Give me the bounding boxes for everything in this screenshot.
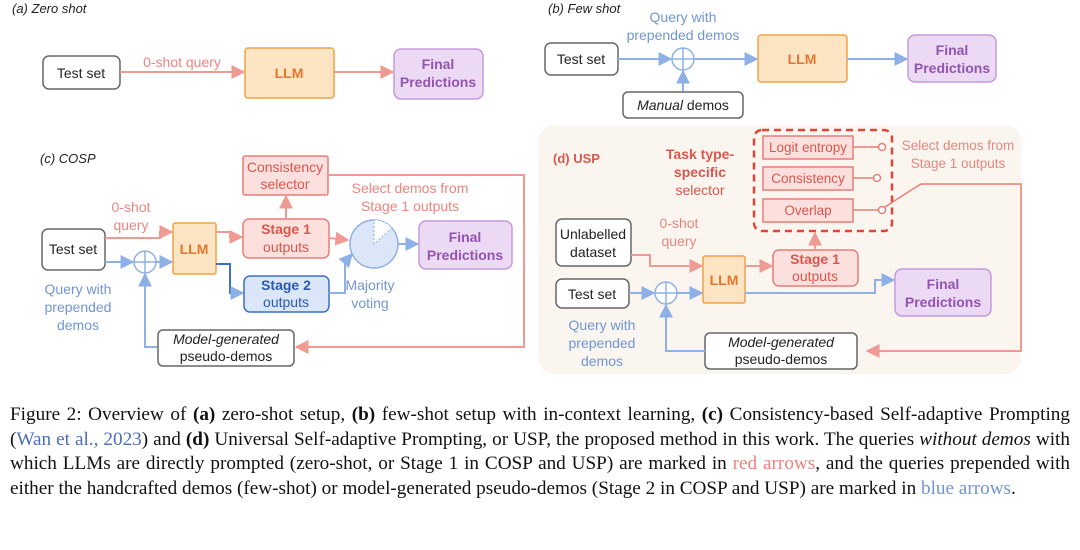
panel-c: (c) COSP Consistency selector Select dem… [40,151,525,367]
stage2-label-c-2: outputs [263,294,309,310]
stage1-label-d-2: outputs [792,268,838,284]
panel-d-title: (d) USP [553,151,600,166]
unlabelled-to-llm-red-arrow-d [631,254,704,273]
switch-contact-2 [872,173,882,183]
select-demos-label-d-1: Select demos from [902,138,1015,153]
query-demos-label-c-1: Query with [45,281,112,297]
test-set-label-c: Test set [49,241,97,257]
final-predictions-box-b [907,34,997,83]
stage2-to-majority-blue-arrow-c [329,252,353,294]
query-demos-label-c-2: prepended [45,299,112,315]
stage1-label-c-1: Stage 1 [261,221,311,237]
final-label-a-1: Final [422,56,455,72]
query-demos-label-d-3: demos [581,353,623,369]
unlabelled-label-d-1: Unlabelled [560,226,626,242]
test-set-label-a: Test set [57,65,105,81]
manual-demos-label-b: Manual demos [637,97,729,113]
pseudo-demos-box-c [157,329,295,367]
final-predictions-box-d [894,268,992,317]
final-label-c-1: Final [449,229,482,245]
blue-arrows-text: blue arrows [920,477,1012,499]
consistency-label-c-1: Consistency [247,159,323,175]
task-type-label-d-1: Task type- [666,146,735,162]
switch-lever [884,186,917,208]
llm-label-d: LLM [710,272,739,288]
llm-to-stage1-red-arrow-c [216,230,244,244]
pseudo-demos-to-plus-arrow-d [659,303,705,352]
consistency-label-d: Consistency [771,171,845,186]
select-demos-label-c-1: Select demos from [352,180,469,196]
pseudo-demos-to-plus-arrow-c [138,272,157,348]
selector-to-pseudo-demos-arrow-d [865,183,1022,358]
query-demos-label-b-1: Query with [650,9,717,25]
citation-link[interactable]: Wan et al., 2023 [16,428,142,450]
llm-box-c [172,222,217,275]
switch-contact-1 [877,142,887,152]
llm-label-b: LLM [788,51,817,67]
select-demos-label-c-2: Stage 1 outputs [361,198,459,214]
task-type-label-d-2: specific [674,164,726,180]
test-set-label-d: Test set [568,286,616,302]
selector-group-d [752,128,894,233]
llm-to-final-blue-arrow-d [745,273,896,294]
stage1-to-majority-red-arrow-c [328,231,350,246]
query-demos-label-b-2: prepended demos [627,27,740,43]
stage2-label-c-1: Stage 2 [261,277,311,293]
logit-entropy-label-d: Logit entropy [769,140,847,155]
final-predictions-box-c [418,220,513,270]
final-predictions-box-a [393,48,484,100]
panel-c-title: (c) COSP [40,151,96,166]
final-label-c-2: Predictions [427,247,503,263]
stage1-label-d-1: Stage 1 [790,251,840,267]
pseudo-demos-label-c-1: Model-generated [173,331,280,347]
zero-shot-query-label-a: 0-shot query [143,54,221,70]
llm-box-d [702,255,746,304]
query-demos-label-d-1: Query with [569,317,636,333]
pseudo-demos-label-d-1: Model-generated [728,334,835,350]
final-label-d-2: Predictions [905,294,981,310]
pseudo-demos-label-c-2: pseudo-demos [180,348,273,364]
red-arrows-text: red arrows [732,453,816,474]
final-label-b-2: Predictions [914,60,990,76]
test-to-llm-red-arrow-c [105,225,174,239]
zero-shot-label-d-1: 0-shot [660,215,699,231]
select-demos-label-d-2: Stage 1 outputs [911,156,1006,171]
query-demos-label-d-2: prepended [569,335,636,351]
majority-label-c-1: Majority [345,277,394,293]
majority-voting-slice-c [373,219,393,246]
llm-label-a: LLM [275,65,304,81]
majority-label-c-2: voting [351,295,388,311]
manual-demos-box-b [622,91,744,119]
query-demos-label-c-3: demos [57,317,99,333]
task-type-label-d-3: selector [675,182,724,198]
pseudo-demos-label-d-2: pseudo-demos [735,351,828,367]
unlabelled-dataset-box-d [555,218,632,267]
final-label-d-1: Final [927,276,960,292]
panel-b: (b) Few shot Query with prepended demos … [544,1,997,119]
panel-b-title: (b) Few shot [548,1,622,16]
figure-caption: Figure 2: Overview of (a) zero-shot setu… [10,404,1070,499]
stage1-label-c-2: outputs [263,239,309,255]
method-diagram: (a) Zero shot Test set 0-shot query LLM … [12,1,1022,374]
panel-a-title: (a) Zero shot [12,1,88,16]
final-label-a-2: Predictions [400,74,476,90]
test-set-box-c [41,228,106,271]
zero-shot-label-c-1: 0-shot [112,199,151,215]
switch-contact-3 [877,205,887,215]
zero-shot-label-c-2: query [113,217,148,233]
llm-label-c: LLM [180,241,209,257]
overlap-label-d: Overlap [784,203,831,218]
consistency-label-c-2: selector [260,176,309,192]
llm-to-stage2-blue-arrow-c [216,263,245,300]
zero-shot-label-d-2: query [661,233,696,249]
final-label-b-1: Final [936,42,969,58]
unlabelled-label-d-2: dataset [570,244,616,260]
test-set-label-b: Test set [557,51,605,67]
panel-a: (a) Zero shot Test set 0-shot query LLM … [12,1,484,100]
panel-d: (d) USP Task type- specific selector Log… [538,125,1022,374]
selector-to-pseudo-demos-arrow-c [294,174,525,354]
